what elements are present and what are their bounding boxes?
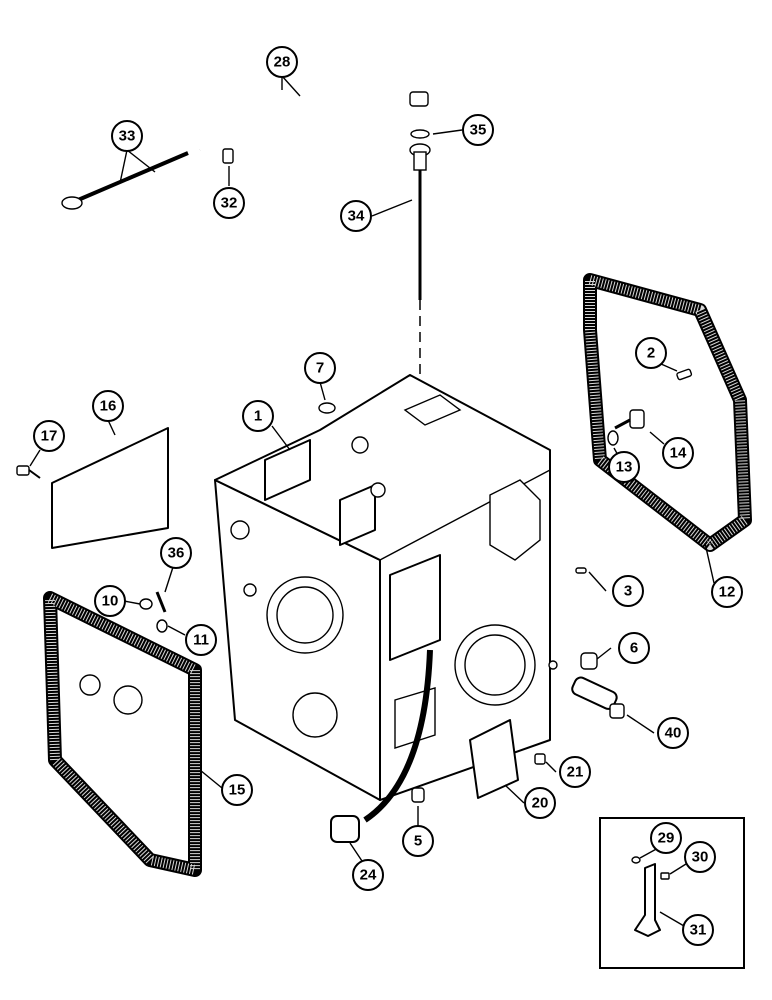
callout-36: 36: [160, 537, 192, 569]
callout-6: 6: [618, 632, 650, 664]
bolt-21: [534, 753, 546, 765]
svg-text:17: 17: [41, 428, 58, 445]
callout-10: 10: [94, 585, 126, 617]
svg-text:14: 14: [670, 445, 687, 462]
nut-10: [139, 598, 153, 610]
svg-text:5: 5: [414, 833, 422, 850]
pin-3: [575, 567, 587, 574]
callout-35: 35: [462, 114, 494, 146]
cover-plate-20: [469, 719, 519, 799]
dipstick-rod: [409, 129, 431, 300]
callout-17: 17: [33, 420, 65, 452]
svg-text:13: 13: [616, 459, 633, 476]
stud-36: [155, 591, 167, 613]
plug-7: [318, 402, 336, 414]
callout-11: 11: [185, 624, 217, 656]
callout-5: 5: [402, 825, 434, 857]
svg-text:10: 10: [102, 593, 119, 610]
callout-33: 33: [111, 120, 143, 152]
transmission-housing: [214, 374, 558, 801]
harness-24: [330, 649, 433, 843]
callout-40: 40: [657, 717, 689, 749]
svg-text:1: 1: [254, 408, 262, 425]
svg-text:24: 24: [360, 867, 377, 884]
callout-24: 24: [352, 859, 384, 891]
callout-1: 1: [242, 400, 274, 432]
callout-2: 2: [635, 337, 667, 369]
plug-6: [580, 652, 598, 670]
svg-text:32: 32: [221, 195, 238, 212]
callout-13: 13: [608, 451, 640, 483]
washer-11: [156, 619, 168, 633]
svg-text:21: 21: [567, 764, 584, 781]
svg-text:12: 12: [719, 584, 736, 601]
washer-13: [607, 430, 619, 446]
callout-3: 3: [612, 575, 644, 607]
svg-text:40: 40: [665, 725, 682, 742]
svg-text:6: 6: [630, 640, 638, 657]
gasket-left: [43, 591, 202, 877]
svg-text:16: 16: [100, 398, 117, 415]
leader-lines: [29, 75, 715, 927]
svg-text:33: 33: [119, 128, 136, 145]
svg-text:29: 29: [658, 830, 675, 847]
callout-29: 29: [650, 822, 682, 854]
svg-text:7: 7: [316, 360, 324, 377]
svg-text:34: 34: [348, 208, 365, 225]
callout-12: 12: [711, 576, 743, 608]
gasket-right: [583, 273, 752, 552]
callout-28: 28: [266, 46, 298, 78]
callout-7: 7: [304, 352, 336, 384]
dipstick: [61, 148, 234, 210]
svg-text:3: 3: [624, 583, 632, 600]
callout-31: 31: [682, 914, 714, 946]
cover-plate: [51, 427, 169, 549]
plug-5: [411, 787, 425, 803]
callout-30: 30: [684, 841, 716, 873]
callout-32: 32: [213, 187, 245, 219]
callout-15: 15: [221, 774, 253, 806]
callout-20: 20: [524, 787, 556, 819]
svg-text:28: 28: [274, 54, 291, 71]
svg-text:31: 31: [690, 922, 707, 939]
svg-text:20: 20: [532, 795, 549, 812]
callout-34: 34: [340, 200, 372, 232]
bolt-17: [16, 465, 41, 479]
sensor-40: [571, 676, 625, 719]
svg-text:36: 36: [168, 545, 185, 562]
svg-text:35: 35: [470, 122, 487, 139]
svg-text:30: 30: [692, 849, 709, 866]
svg-text:2: 2: [647, 345, 655, 362]
pin-2: [676, 368, 693, 381]
callout-14: 14: [662, 437, 694, 469]
svg-text:11: 11: [193, 632, 209, 649]
callout-16: 16: [92, 390, 124, 422]
callout-21: 21: [559, 756, 591, 788]
svg-text:15: 15: [229, 782, 246, 799]
bolt-14: [614, 409, 645, 430]
dipstick-tube: [199, 72, 429, 152]
